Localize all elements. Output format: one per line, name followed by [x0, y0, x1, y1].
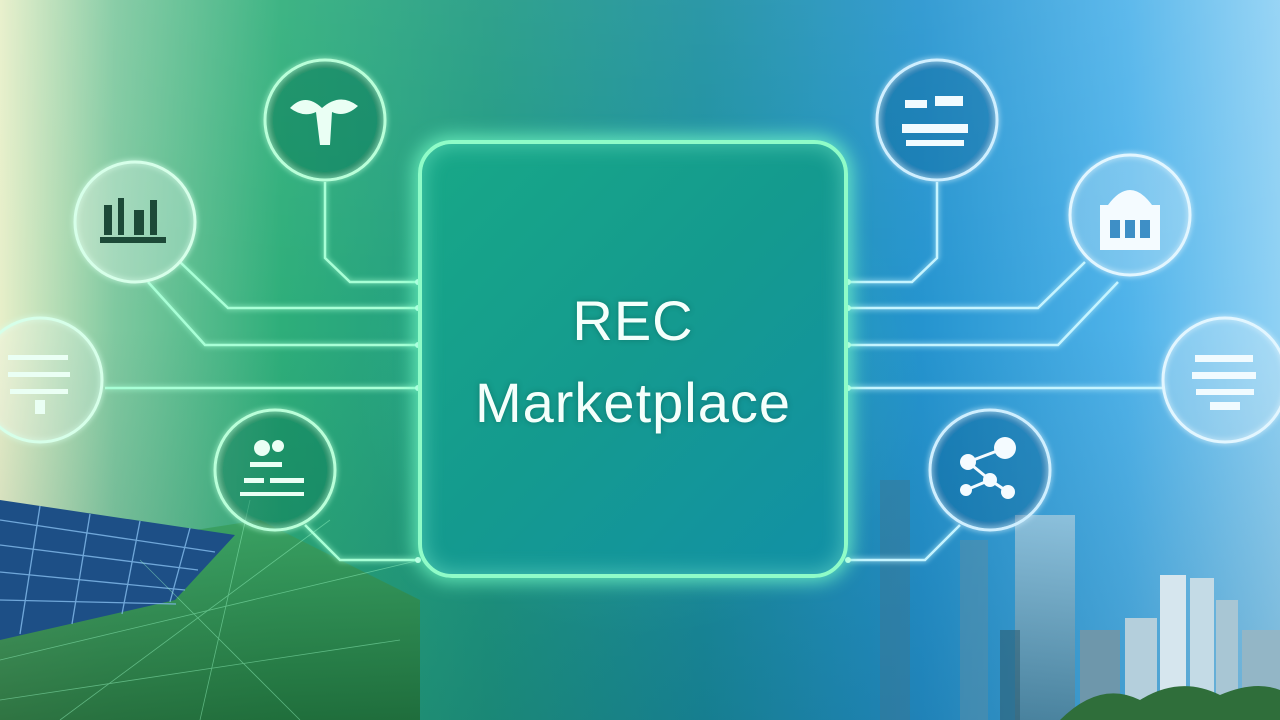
title-line-2: Marketplace [474, 371, 792, 434]
people-grid-icon [1161, 316, 1280, 444]
title-line-1: REC [572, 289, 694, 352]
circuit-lines-right [848, 182, 1165, 562]
bull-horns-icon [263, 58, 387, 182]
solar-field [0, 499, 421, 720]
city-skyline [880, 480, 1280, 720]
city-building-icon [1068, 153, 1192, 277]
people-group-icon [73, 160, 197, 284]
molecule-network-icon [928, 408, 1052, 532]
rec-marketplace-panel: REC Marketplace [418, 140, 848, 578]
people-crowd-icon [875, 58, 999, 182]
circuit-lines-left [105, 182, 418, 562]
sprout-people-icon [213, 408, 337, 532]
community-icon [0, 316, 104, 444]
